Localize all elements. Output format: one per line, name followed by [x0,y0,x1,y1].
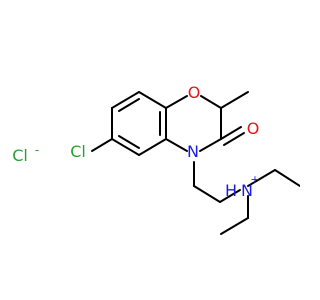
bond-nh-ethyl1-a [247,169,276,187]
chloride-charge-label: - [35,143,39,157]
bond-ch-methyl [220,91,249,109]
bond-ring-c1-c2 [111,91,140,109]
ring-oxygen-label: O [188,83,201,102]
bond-ring-inner-3 [118,135,140,149]
chloride-ion-label: Cl [12,146,28,165]
bond-nh-ethyl1-b [274,169,300,187]
bond-c-cl [91,138,113,152]
bond-o-ch [200,95,222,109]
bond-co-double-1 [220,126,242,140]
chlorine-ring-label: Cl [70,142,86,161]
bond-carbonyl-n [199,138,222,152]
bond-co-double-2 [223,132,245,146]
carbonyl-oxygen-label: O [247,119,260,138]
bond-ring-inner-1 [118,98,140,112]
bond-c-o-ring [165,95,188,109]
bond-ring-c2-c3 [138,91,167,109]
bond-lines [91,91,300,235]
bond-ring-c4-c5 [138,138,167,156]
chemical-structure-diagram: Cl O O N H N + Cl - [12,83,300,235]
ammonium-nitrogen-label: N [241,181,253,200]
ammonium-charge-label: + [250,173,259,186]
bond-ch2-nh [219,189,241,203]
bond-ring-c5-c6 [111,138,140,156]
ring-nitrogen-label: N [187,142,199,161]
bond-nh-ethyl2-b [220,217,249,235]
bond-ch2-ch2 [193,185,221,203]
ammonium-hydrogen-label: H [225,181,237,200]
bond-n-aryl [165,138,188,152]
